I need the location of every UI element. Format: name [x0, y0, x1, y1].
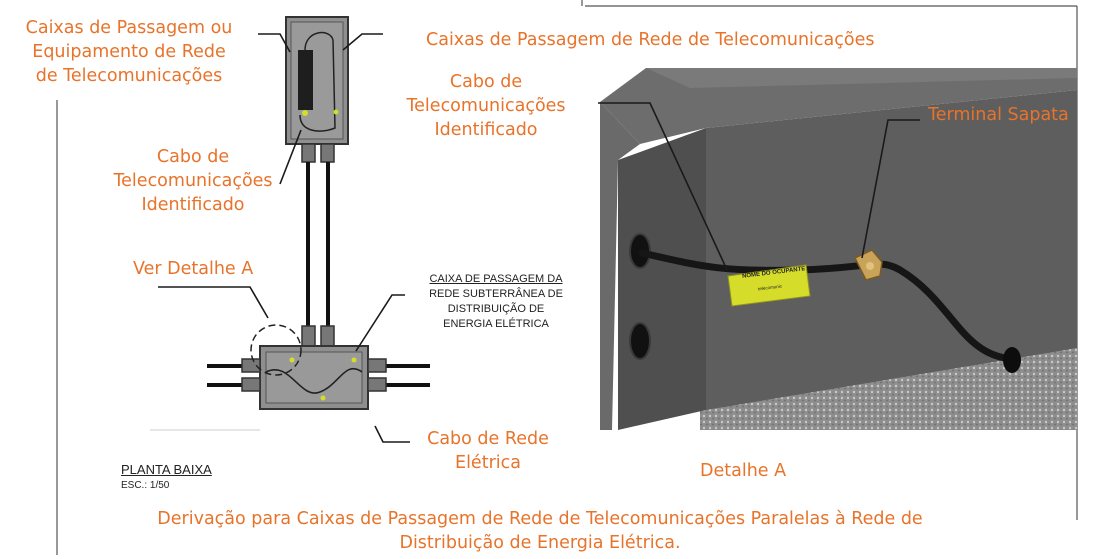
- power-box-note: CAIXA DE PASSAGEM DA REDE SUBTERRÂNEA DE…: [429, 273, 563, 330]
- equipment: [298, 50, 313, 110]
- plan-scale: ESC.: 1/50: [121, 480, 170, 491]
- label-terminal: Terminal Sapata: [928, 105, 1069, 125]
- plan-view: [207, 16, 430, 410]
- label-cable-identified-left: Cabo de Telecomunicações Identificado: [113, 147, 273, 215]
- label-telecom-box-title: Caixas de Passagem de Rede de Telecomuni…: [426, 30, 875, 50]
- detail-render: [598, 68, 1077, 430]
- label-see-detail: Ver Detalhe A: [133, 259, 254, 279]
- caption: Derivação para Caixas de Passagem de Red…: [157, 509, 923, 553]
- plan-title: PLANTA BAIXA: [121, 462, 212, 477]
- label-box-or-equipment: Caixas de Passagem ou Equipamento de Red…: [25, 18, 233, 86]
- leader-lines: [150, 33, 410, 443]
- label-power-cable: Cabo de Rede Elétrica: [427, 429, 549, 473]
- label-detail-a: Detalhe A: [700, 461, 787, 481]
- detail-a-circle: [250, 324, 302, 376]
- label-cable-identified-right: Cabo de Telecomunicações Identificado: [406, 72, 566, 140]
